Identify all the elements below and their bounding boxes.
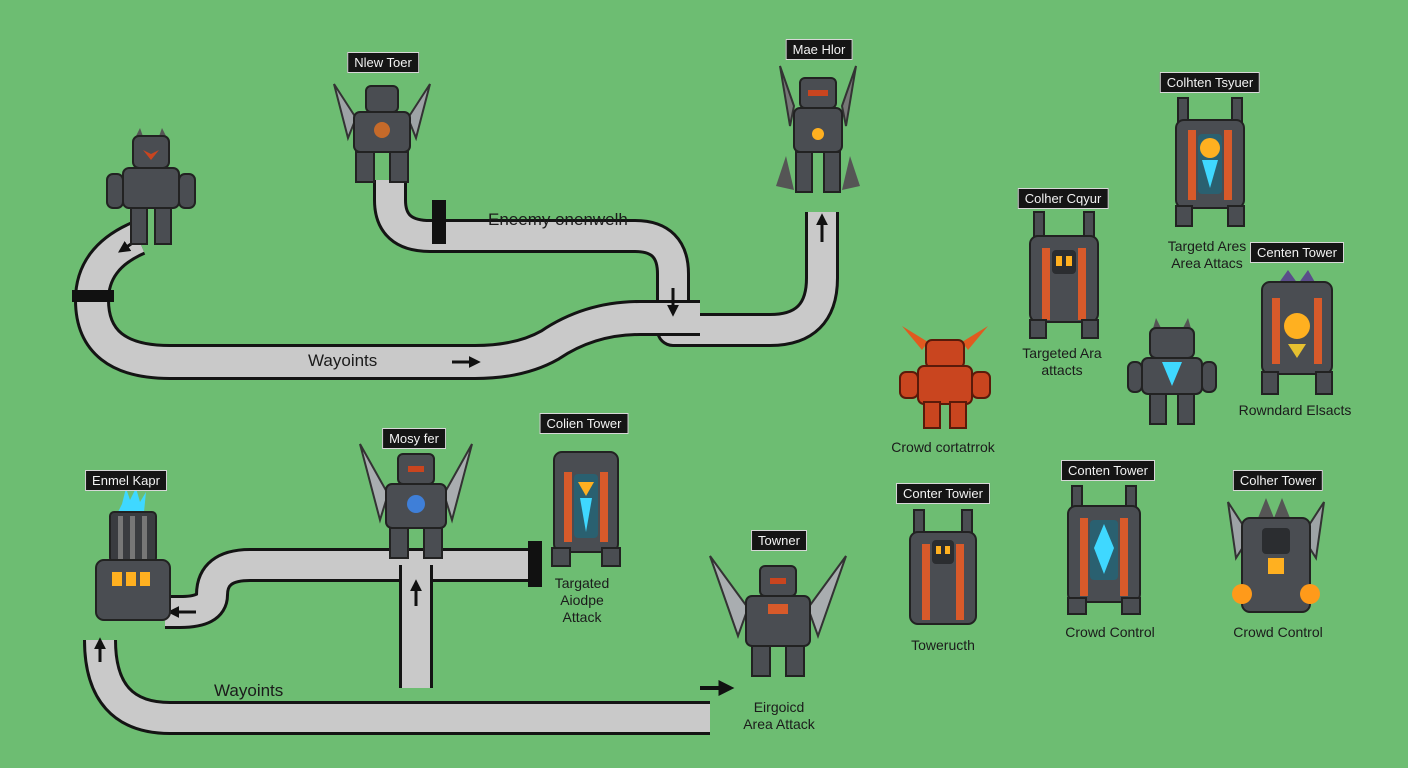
unit-tag: Colhten Tsyuer bbox=[1159, 72, 1261, 93]
gate-marker-icon bbox=[528, 541, 542, 587]
unit-tag: Mosy fer bbox=[382, 428, 446, 449]
robot-unit-winged-bottom bbox=[709, 555, 847, 677]
unit-tag: Colher Cqyur bbox=[1017, 188, 1109, 209]
unit-caption: Crowd Control bbox=[1233, 624, 1323, 640]
unit-tag: Enmel Kapr bbox=[85, 470, 167, 491]
unit-caption: Crowd Control bbox=[1065, 624, 1155, 640]
gate-marker-icon bbox=[72, 290, 114, 302]
unit-tag: Colien Tower bbox=[539, 413, 629, 434]
unit-tag: Centen Tower bbox=[1250, 242, 1344, 263]
top-enemy-path bbox=[72, 180, 839, 380]
unit-tag: Mae Hlor bbox=[785, 39, 853, 60]
path-label-waypoints-bottom: Wayoints bbox=[214, 681, 284, 700]
red-enemy-unit bbox=[899, 326, 991, 429]
unit-caption: Rowndard Elsacts bbox=[1238, 402, 1352, 418]
tower-unit bbox=[1261, 270, 1333, 395]
robot-unit-winged-middle bbox=[359, 443, 473, 559]
path-label-waypoints-top: Wayoints bbox=[308, 351, 378, 370]
robot-unit-winged-top bbox=[333, 83, 431, 183]
tower-unit bbox=[551, 451, 621, 567]
unit-tag: Nlew Toer bbox=[347, 52, 419, 73]
unit-caption: Crowd cortatrrok bbox=[891, 439, 995, 455]
blue-core-enemy-unit bbox=[1127, 318, 1217, 425]
fire-tower-unit bbox=[95, 488, 171, 621]
tower-unit bbox=[1067, 485, 1141, 615]
robot-unit-spiked-top bbox=[776, 65, 860, 193]
bottom-enemy-path bbox=[83, 541, 735, 735]
robot-unit-horned-left bbox=[106, 128, 196, 245]
path-label-enemy: Eneemy onenwelh bbox=[488, 210, 628, 229]
unit-tag: Conten Tower bbox=[1061, 460, 1155, 481]
gate-marker-icon bbox=[432, 200, 446, 244]
unit-caption: Toweructh bbox=[911, 637, 975, 653]
unit-tag: Towner bbox=[751, 530, 807, 551]
tower-unit bbox=[909, 509, 977, 625]
unit-tag: Conter Towier bbox=[896, 483, 990, 504]
tower-unit bbox=[1029, 211, 1099, 339]
unit-tag: Colher Tower bbox=[1232, 470, 1324, 491]
tower-unit-spiked bbox=[1227, 498, 1325, 613]
tower-unit bbox=[1175, 97, 1245, 227]
